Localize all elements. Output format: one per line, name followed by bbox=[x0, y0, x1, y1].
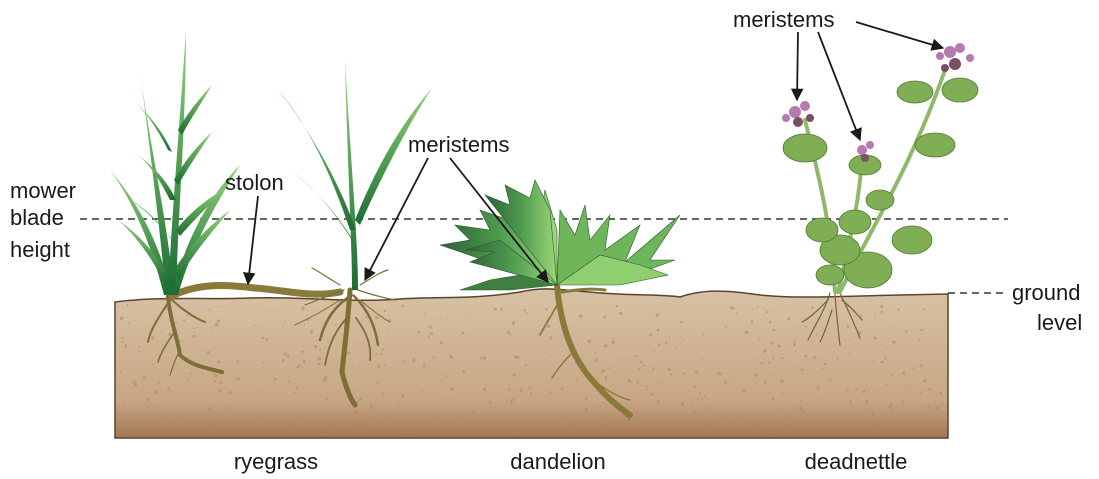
meristems-right-label: meristems bbox=[733, 7, 834, 32]
deadnettle-label: deadnettle bbox=[805, 449, 908, 474]
stolon bbox=[172, 285, 340, 296]
meristem-arrow-nettle-3 bbox=[856, 22, 943, 48]
meristem-arrow-nettle-2 bbox=[818, 32, 860, 140]
mower-label-line-3: height bbox=[10, 237, 70, 262]
mower-label-line-2: blade bbox=[10, 205, 64, 230]
mower-label-line-1: mower bbox=[10, 178, 76, 203]
ground-label-line-2: level bbox=[1037, 310, 1082, 335]
ground-label-line-1: ground bbox=[1012, 280, 1081, 305]
ryegrass-label: ryegrass bbox=[234, 449, 318, 474]
meristem-arrow-nettle-1 bbox=[797, 32, 798, 100]
dandelion-label: dandelion bbox=[510, 449, 605, 474]
stolon-label: stolon bbox=[225, 170, 284, 195]
meristems-center-label: meristems bbox=[408, 132, 509, 157]
stolon-arrow bbox=[248, 196, 258, 284]
